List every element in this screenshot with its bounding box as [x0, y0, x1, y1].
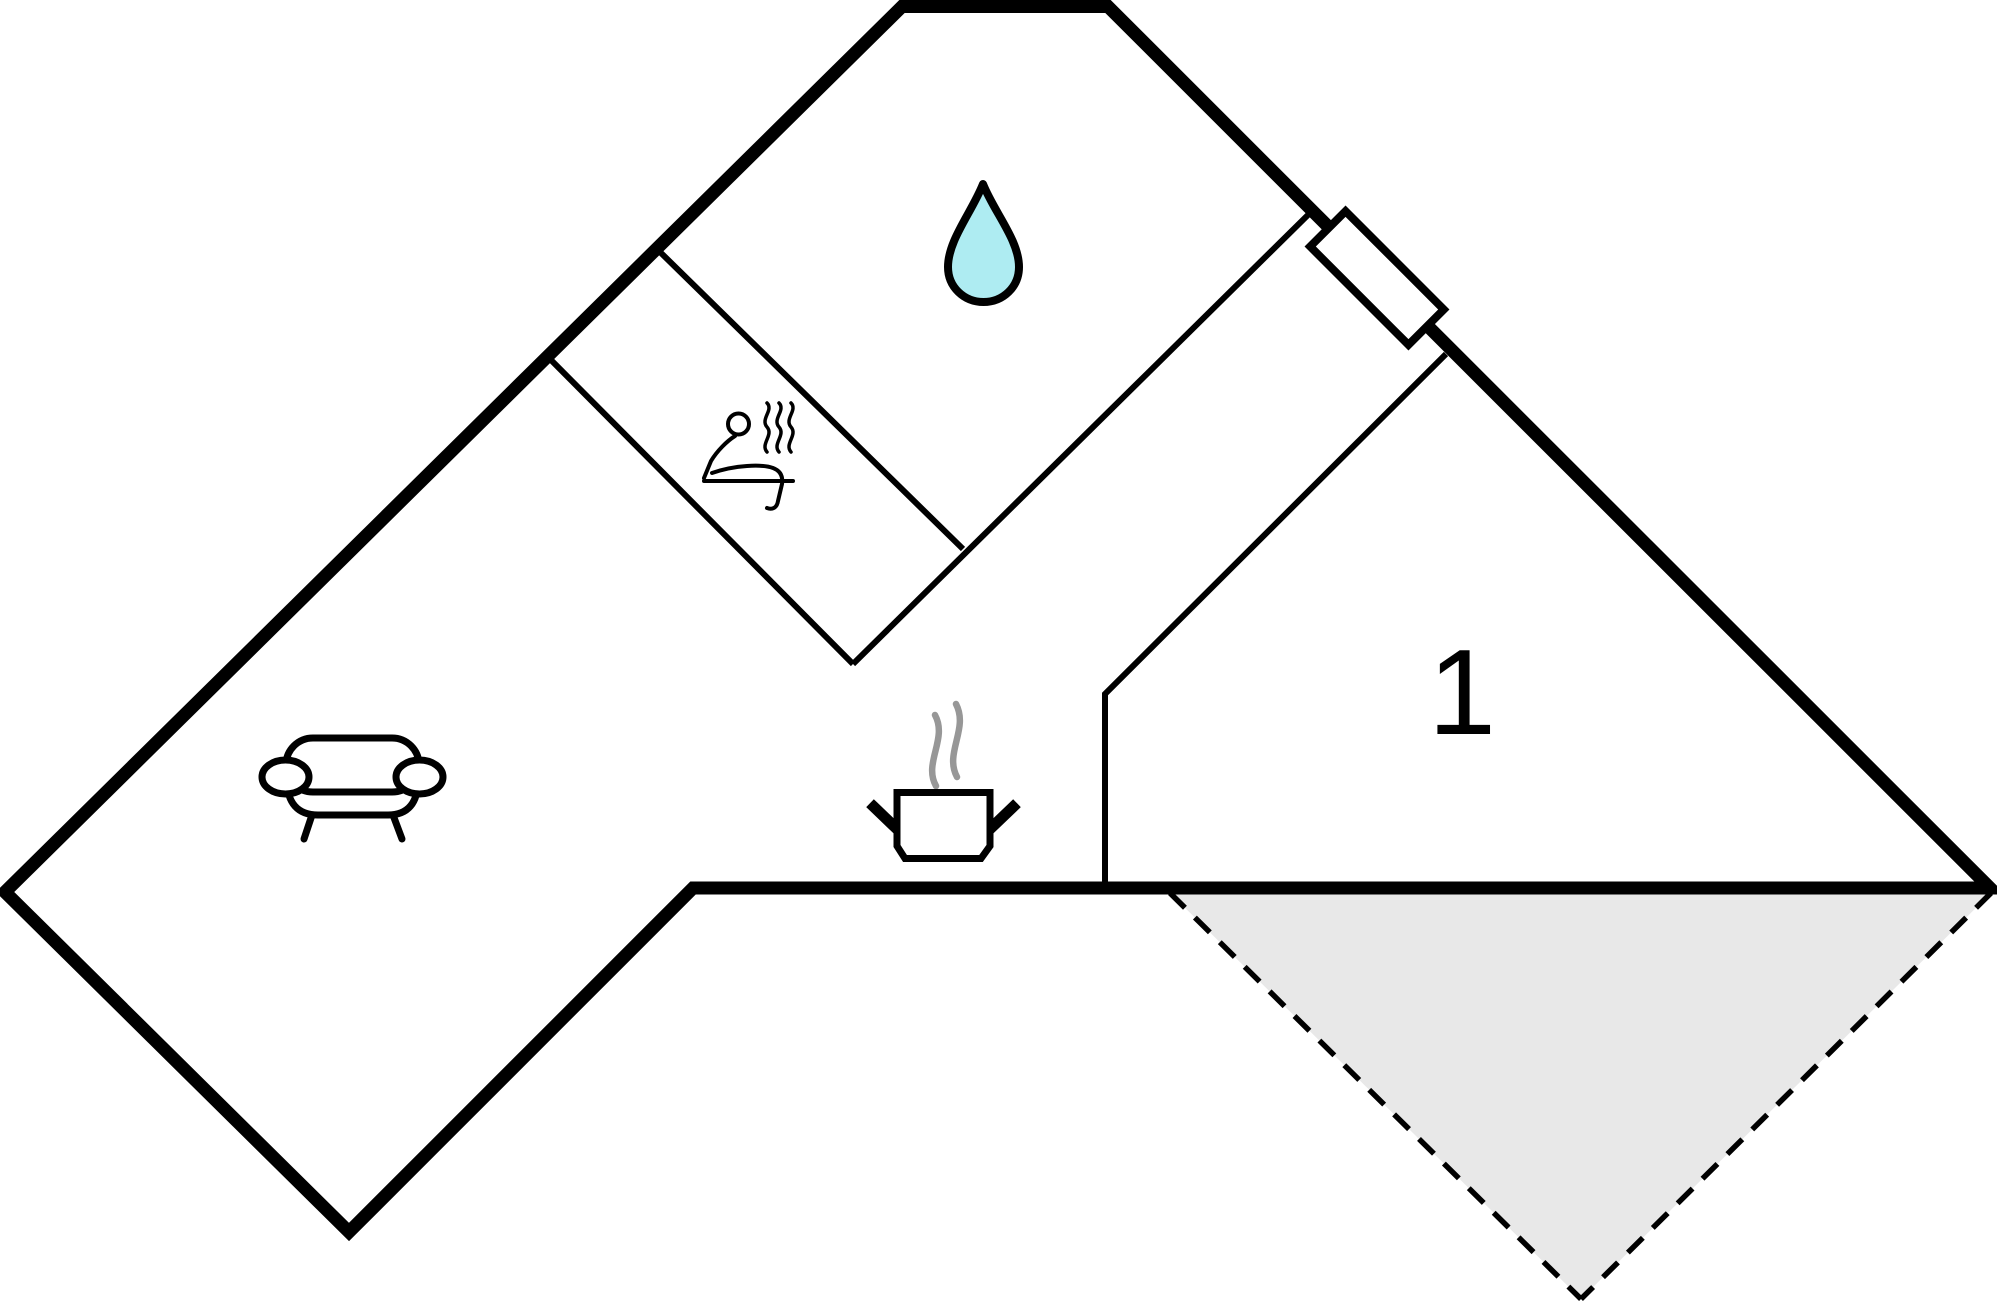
outer-wall	[0, 0, 1997, 1242]
interior-wall-sauna-upper	[656, 248, 966, 552]
sauna-person-head	[726, 411, 751, 437]
entrance-door	[1304, 205, 1450, 351]
cooking-pot-icon	[866, 789, 1021, 862]
sofa-armrest-right	[392, 756, 447, 798]
interior-wall-sauna-lower	[548, 357, 856, 667]
steam-icon	[928, 700, 964, 790]
interior-wall-hallway	[850, 207, 1316, 667]
steam-wave-right	[949, 700, 964, 781]
sauna-person-body	[702, 434, 737, 480]
heat-wave	[763, 401, 771, 454]
sofa-armrest-left	[258, 756, 313, 798]
water-drop-icon	[944, 180, 1023, 306]
sofa-seat-front	[283, 776, 422, 819]
pot-body	[893, 789, 994, 862]
heat-wave	[775, 401, 783, 454]
water-drop-shape	[944, 180, 1023, 306]
sofa-icon	[258, 734, 447, 843]
sauna-person-icon	[702, 411, 795, 511]
interior-wall-bedroom	[1102, 351, 1449, 889]
terrace-fill-shape	[1170, 893, 1991, 1299]
sofa-leg-right	[389, 811, 406, 843]
sauna-person-leg	[710, 463, 785, 511]
sofa-leg-left	[300, 811, 316, 843]
terrace-area	[1168, 891, 1993, 1301]
steam-wave-left	[928, 711, 943, 790]
terrace-dashed-border-left	[1168, 891, 1583, 1301]
bedroom-number-label: 1	[1428, 624, 1496, 760]
terrace-dashed-border-right	[1579, 891, 1993, 1301]
heat-wave	[787, 401, 795, 454]
heat-waves-icon	[763, 401, 795, 454]
